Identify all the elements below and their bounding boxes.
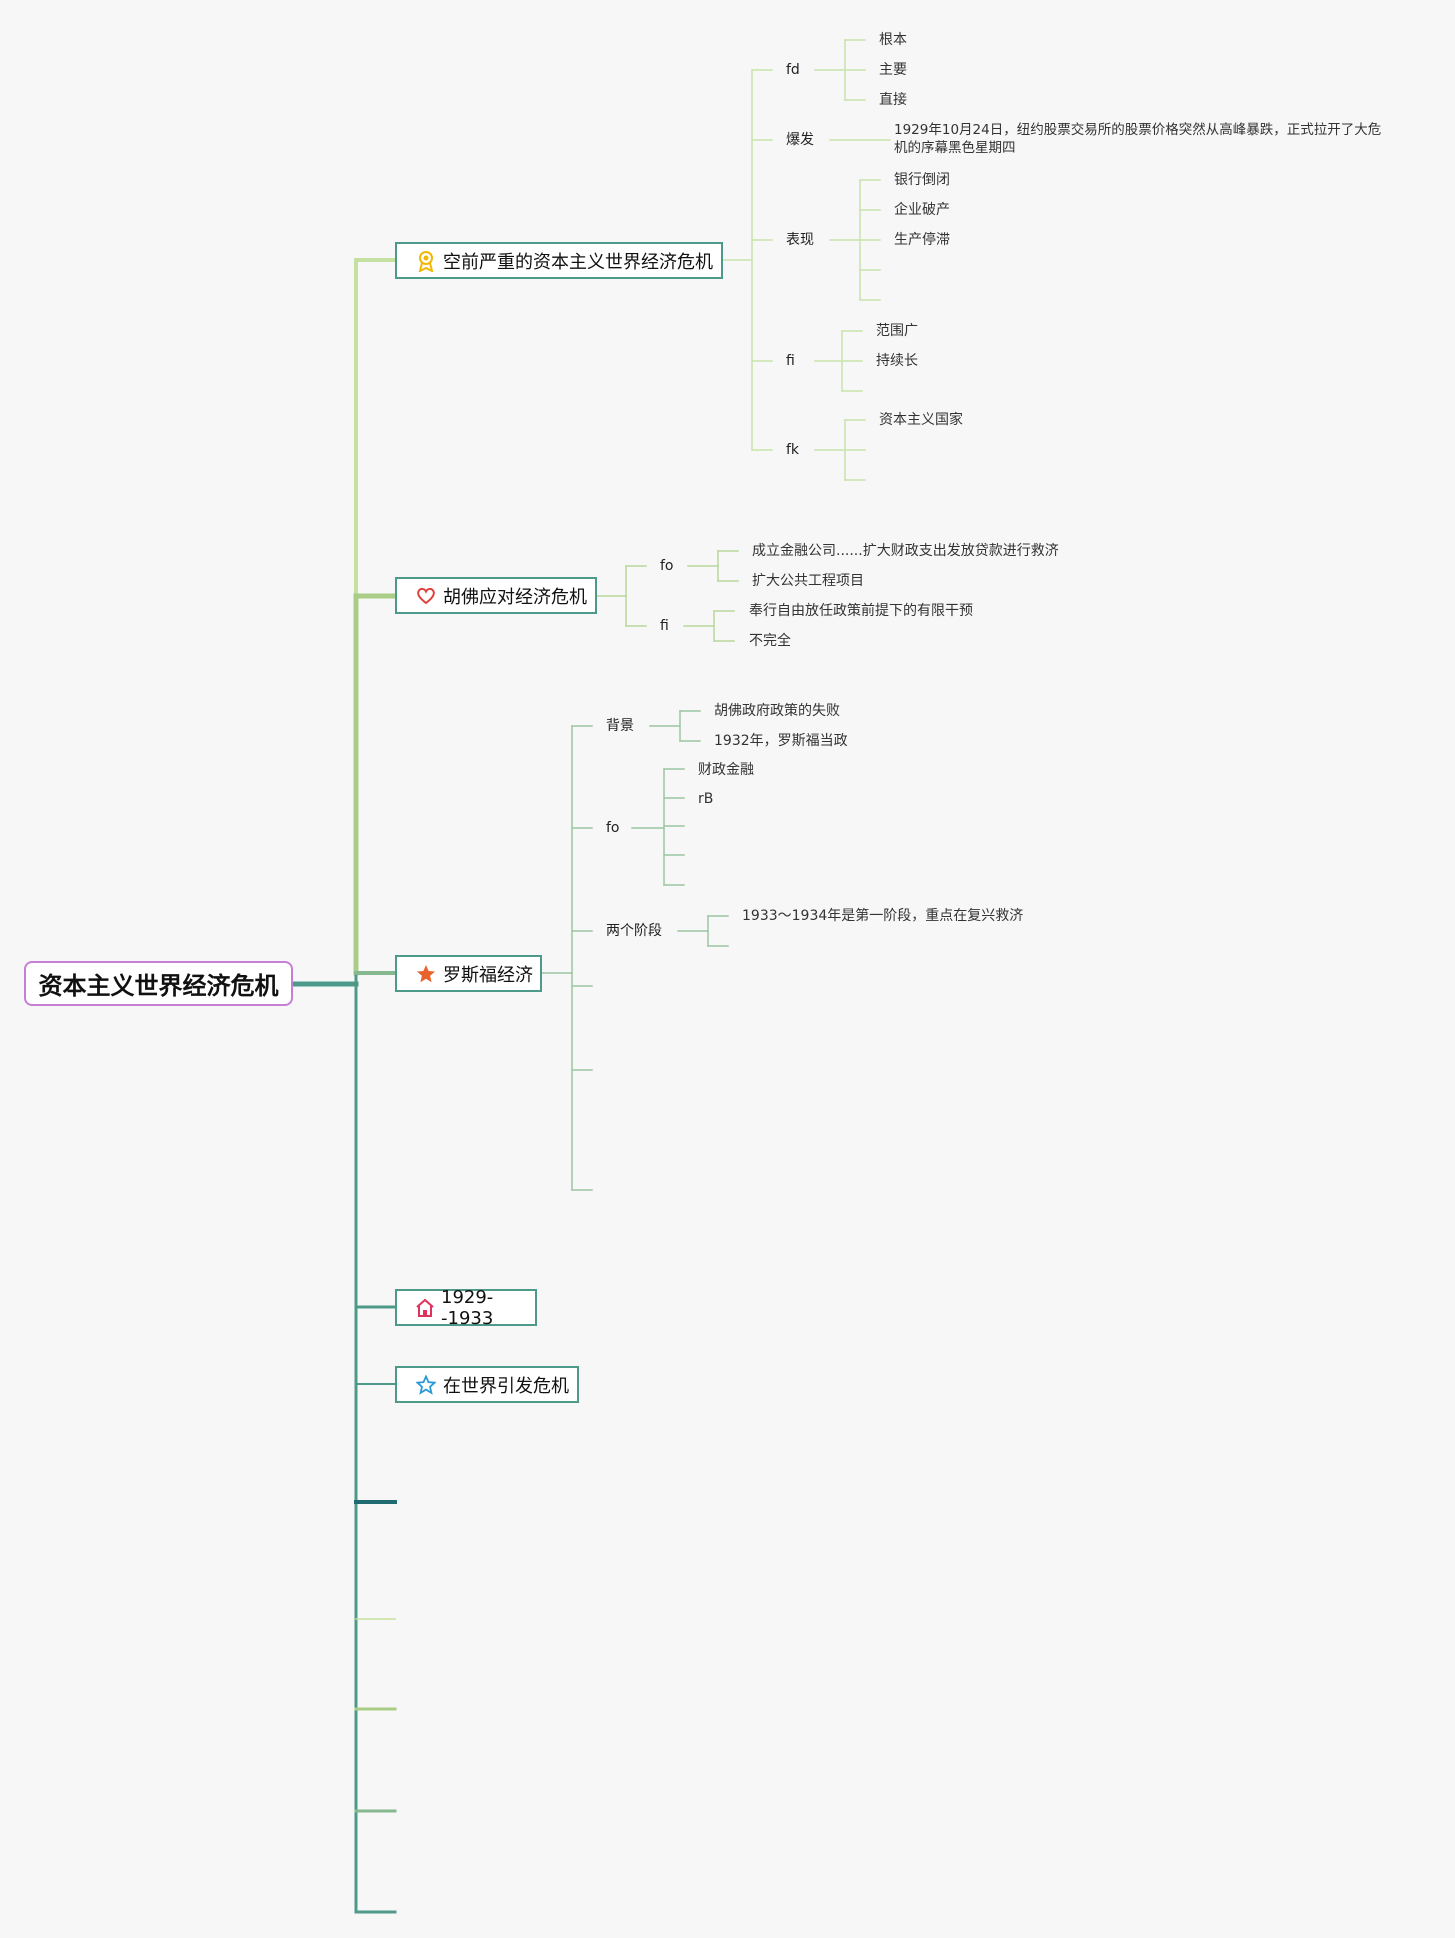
leaf-label[interactable]: rB: [698, 791, 714, 807]
leaf-label[interactable]: 范围广: [876, 323, 918, 339]
topic-label: 罗斯福经济: [443, 964, 533, 986]
star-outline-icon: [415, 1374, 437, 1396]
branch-label[interactable]: fi: [786, 353, 795, 369]
leaf-label[interactable]: 生产停滞: [894, 232, 950, 248]
leaf-label[interactable]: 1929年10月24日，纽约股票交易所的股票价格突然从高峰暴跌，正式拉开了大危机…: [894, 122, 1382, 156]
leaf-label[interactable]: 不完全: [749, 633, 791, 649]
topic-label: 胡佛应对经济危机: [443, 586, 587, 608]
branch-label[interactable]: fi: [660, 618, 669, 634]
topic-label: 空前严重的资本主义世界经济危机: [443, 251, 713, 273]
leaf-label[interactable]: 根本: [879, 32, 907, 48]
leaf-label[interactable]: 1933～1934年是第一阶段，重点在复兴救济: [742, 908, 1024, 924]
branch-label[interactable]: fo: [660, 558, 674, 574]
branch-label[interactable]: 两个阶段: [606, 923, 662, 939]
branch-label[interactable]: 爆发: [786, 132, 814, 148]
branch-label[interactable]: 表现: [786, 232, 814, 248]
leaf-label[interactable]: 成立金融公司......扩大财政支出发放贷款进行救济: [752, 543, 1059, 559]
topic-world-crisis[interactable]: 在世界引发危机: [395, 1366, 579, 1403]
leaf-label[interactable]: 奉行自由放任政策前提下的有限干预: [749, 603, 973, 619]
leaf-label[interactable]: 扩大公共工程项目: [752, 573, 864, 589]
award-ribbon-icon: [415, 250, 437, 272]
leaf-label[interactable]: 1932年，罗斯福当政: [714, 733, 848, 749]
branch-label[interactable]: 背景: [606, 718, 634, 734]
leaf-label[interactable]: 直接: [879, 92, 907, 108]
heart-icon: [415, 585, 437, 607]
leaf-label[interactable]: 资本主义国家: [879, 412, 963, 428]
topic-1929-1933[interactable]: 1929--1933: [395, 1286, 537, 1329]
branch-label[interactable]: fo: [606, 820, 620, 836]
star-filled-icon: [415, 963, 437, 985]
leaf-label[interactable]: 胡佛政府政策的失败: [714, 703, 840, 719]
leaf-label[interactable]: 持续长: [876, 353, 918, 369]
branch-label[interactable]: fd: [786, 62, 800, 78]
leaf-label[interactable]: 银行倒闭: [894, 172, 950, 188]
leaf-label[interactable]: 企业破产: [894, 202, 950, 218]
topic-hoover-response[interactable]: 胡佛应对经济危机: [395, 577, 597, 614]
topic-roosevelt-economy[interactable]: 罗斯福经济: [395, 955, 542, 992]
home-icon: [415, 1297, 435, 1319]
branch-label[interactable]: fk: [786, 442, 800, 458]
topic-capitalist-crisis[interactable]: 空前严重的资本主义世界经济危机: [395, 242, 723, 279]
topic-label: 在世界引发危机: [443, 1375, 569, 1397]
leaf-label[interactable]: 财政金融: [698, 762, 754, 778]
root-topic[interactable]: 资本主义世界经济危机: [24, 961, 293, 1006]
topic-label: 1929--1933: [441, 1286, 494, 1329]
leaf-label[interactable]: 主要: [879, 62, 907, 78]
